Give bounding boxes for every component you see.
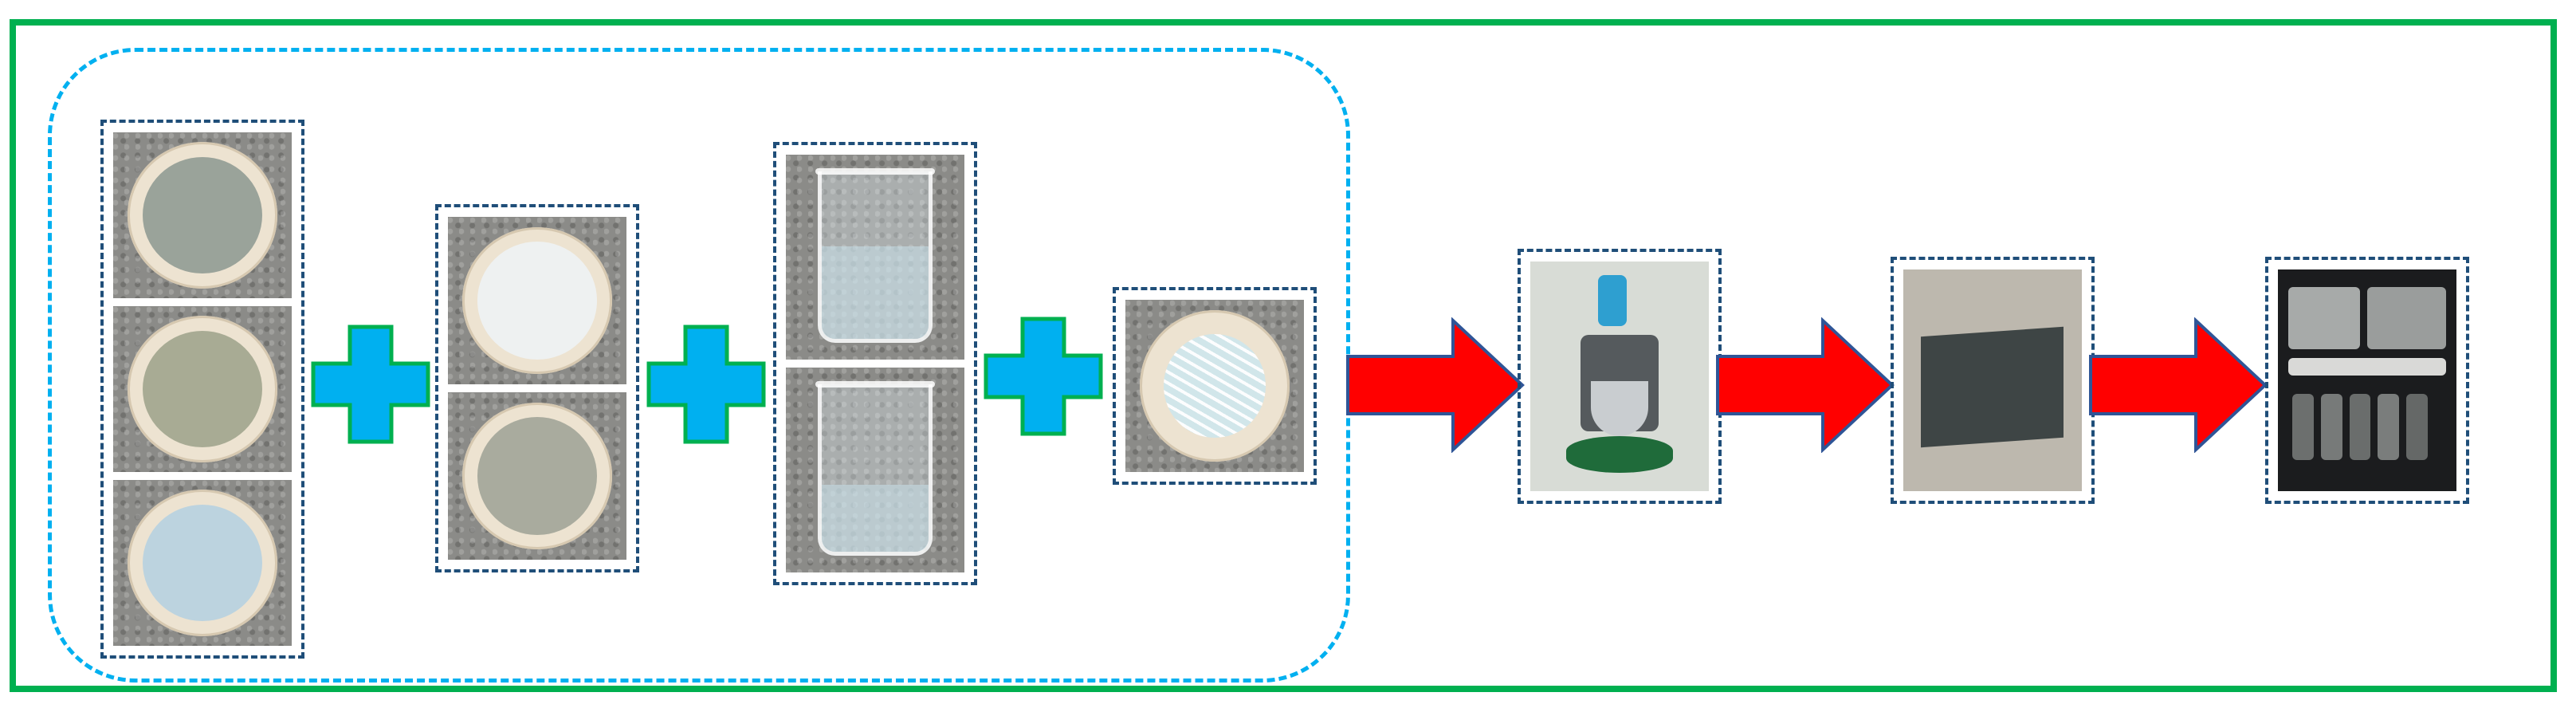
fiber-column	[1113, 287, 1317, 485]
curing-box	[2265, 257, 2469, 504]
mixer-box	[1518, 249, 1722, 504]
liquid-beaker-photo	[786, 368, 964, 572]
light-blue-powder-photo	[113, 480, 292, 646]
outer-frame	[10, 19, 2557, 692]
grey-green-powder-photo	[113, 306, 292, 472]
powder-column-2	[435, 204, 639, 572]
glass-fibers-photo	[1125, 300, 1304, 472]
slab-box	[1891, 257, 2095, 504]
arrow-right-icon	[2089, 317, 2268, 453]
beaker-column	[773, 142, 977, 585]
water-beaker-photo	[786, 155, 964, 360]
mixer-photo	[1530, 262, 1709, 491]
plus-icon	[311, 325, 430, 444]
grey-powder-photo	[448, 392, 626, 560]
fresh-slab-photo	[1903, 269, 2082, 491]
curing-specimens-photo	[2278, 269, 2456, 491]
plus-icon	[984, 317, 1103, 436]
arrow-right-icon	[1716, 317, 1895, 453]
arrow-right-icon	[1346, 317, 1525, 453]
powder-column-1	[100, 120, 304, 659]
grey-powder-photo	[113, 132, 292, 298]
plus-icon	[646, 325, 766, 444]
white-powder-photo	[448, 217, 626, 384]
